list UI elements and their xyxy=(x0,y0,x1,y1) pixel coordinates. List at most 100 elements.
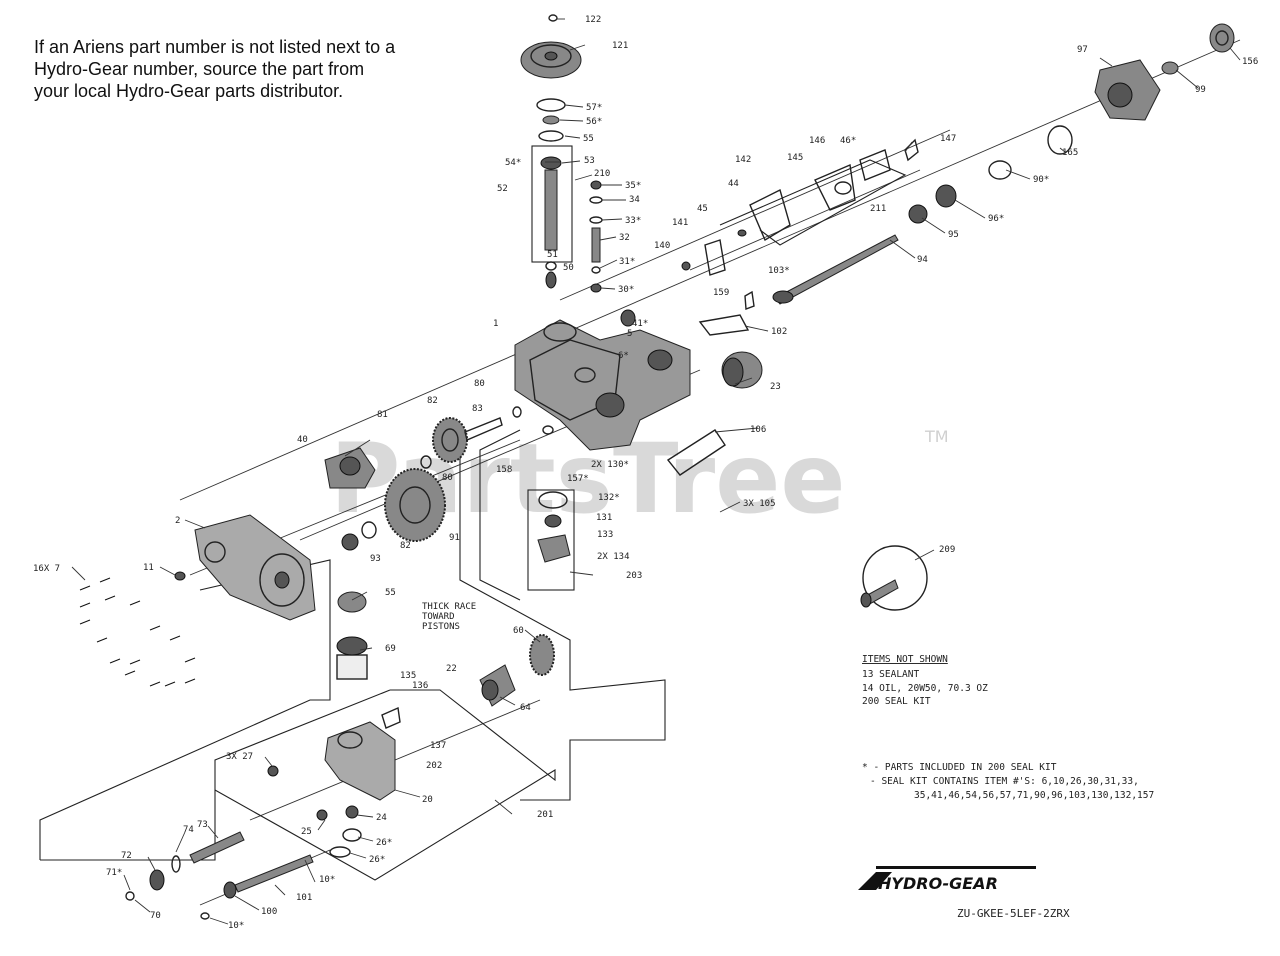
callout-203: 203 xyxy=(626,571,642,581)
callout-159: 159 xyxy=(713,288,729,298)
callout-81: 81 xyxy=(377,410,388,420)
motor-components xyxy=(479,634,555,707)
callout-211: 211 xyxy=(870,204,886,214)
callout-51: 51 xyxy=(547,250,558,260)
callout-156: 156 xyxy=(1242,57,1258,67)
logo-text: HYDRO-GEAR xyxy=(878,874,998,893)
callout-100: 100 xyxy=(261,907,277,917)
callout-72: 72 xyxy=(121,851,132,861)
link-102 xyxy=(698,314,750,336)
reduction-gears xyxy=(361,406,522,542)
bearing-55 xyxy=(337,591,367,613)
callout-121: 121 xyxy=(612,41,628,51)
callout-44: 44 xyxy=(728,179,739,189)
thick-race-line-2: TOWARD xyxy=(422,612,455,622)
side-cover xyxy=(194,514,316,621)
callout-56: 56* xyxy=(586,117,602,127)
seal-kit-line-1: * - PARTS INCLUDED IN 200 SEAL KIT xyxy=(862,762,1057,773)
seal-rings-stack xyxy=(536,98,566,289)
input-shafts xyxy=(125,831,314,920)
hydro-gear-logo: HYDRO-GEAR xyxy=(858,866,1036,893)
callout-146: 146 xyxy=(809,136,825,146)
callout-46: 46* xyxy=(840,136,856,146)
callout-134: 2X 134 xyxy=(597,552,630,562)
callout-133: 133 xyxy=(597,530,613,540)
callout-122: 122 xyxy=(585,15,601,25)
logo-swoosh-icon xyxy=(858,872,892,890)
callout-45: 45 xyxy=(697,204,708,214)
callout-6: 6* xyxy=(618,351,629,361)
callout-105: 3X 105 xyxy=(743,499,776,509)
callout-23: 23 xyxy=(770,382,781,392)
seal-plate-parts xyxy=(537,425,571,563)
thick-race-line-3: PISTONS xyxy=(422,622,460,632)
callout-131: 131 xyxy=(596,513,612,523)
seal-kit-line-2: - SEAL KIT CONTAINS ITEM #'S: 6,10,26,30… xyxy=(870,776,1139,787)
callout-24: 24 xyxy=(376,813,387,823)
callout-158: 158 xyxy=(496,465,512,475)
callout-103: 103* xyxy=(768,266,790,276)
callout-165: 165 xyxy=(1062,148,1078,158)
callout-82b: 82 xyxy=(400,541,411,551)
callout-55b: 55 xyxy=(385,588,396,598)
thick-race-line-1: THICK RACE xyxy=(422,602,476,612)
callout-97: 97 xyxy=(1077,45,1088,55)
callout-99: 99 xyxy=(1195,85,1206,95)
callout-140: 140 xyxy=(654,241,670,251)
seal-41 xyxy=(620,309,636,327)
callout-90: 90* xyxy=(1033,175,1049,185)
callout-20: 20 xyxy=(422,795,433,805)
callout-50: 50 xyxy=(563,263,574,273)
callout-10b: 10* xyxy=(228,921,244,931)
callout-82a: 82 xyxy=(427,396,438,406)
callout-93: 93 xyxy=(370,554,381,564)
callout-52: 52 xyxy=(497,184,508,194)
center-section-20 xyxy=(324,706,401,801)
callout-55a: 55 xyxy=(583,134,594,144)
callout-132: 132* xyxy=(598,493,620,503)
callout-labels: 12212157*56*5554*535221035*3433*32515031… xyxy=(33,15,1258,931)
callout-202: 202 xyxy=(426,761,442,771)
callout-30: 30* xyxy=(618,285,634,295)
callout-147: 147 xyxy=(940,134,956,144)
callout-83: 83 xyxy=(472,404,483,414)
thick-race-note: THICK RACE TOWARD PISTONS xyxy=(422,602,476,632)
callout-69: 69 xyxy=(385,644,396,654)
callout-94: 94 xyxy=(917,255,928,265)
callout-57: 57* xyxy=(586,103,602,113)
callout-11: 11 xyxy=(143,563,154,573)
callout-64: 64 xyxy=(520,703,531,713)
callout-27: 3X 27 xyxy=(226,752,253,762)
callout-22: 22 xyxy=(446,664,457,674)
model-code: ZU-GKEE-5LEF-2ZRX xyxy=(957,907,1070,920)
trademark-mark: TM xyxy=(924,427,949,446)
callout-157: 157* xyxy=(567,474,589,484)
cover-bolts xyxy=(79,571,196,687)
callout-53: 53 xyxy=(584,156,595,166)
callout-142: 142 xyxy=(735,155,751,165)
items-not-shown-line-1: 13 SEALANT xyxy=(862,669,919,680)
seal-kit-box xyxy=(527,489,575,591)
callout-141: 141 xyxy=(672,218,688,228)
callout-5: 5 xyxy=(627,329,632,339)
callout-74: 74 xyxy=(183,825,194,835)
callout-70: 70 xyxy=(150,911,161,921)
cylinder-block-69 xyxy=(336,636,368,680)
callout-31: 31* xyxy=(619,257,635,267)
callout-130: 2X 130* xyxy=(591,460,629,470)
callout-136: 136 xyxy=(412,681,428,691)
callout-137: 137 xyxy=(430,741,446,751)
callout-71: 71* xyxy=(106,868,122,878)
callout-7: 16X 7 xyxy=(33,564,60,574)
axle-hub xyxy=(908,23,1235,224)
callout-33: 33* xyxy=(625,216,641,226)
callout-leaders xyxy=(71,18,1241,925)
callout-10a: 10* xyxy=(319,875,335,885)
pulley xyxy=(520,14,582,79)
callout-35: 35* xyxy=(625,181,641,191)
callout-40: 40 xyxy=(297,435,308,445)
bracket-assembly xyxy=(681,138,919,276)
callout-26b: 26* xyxy=(369,855,385,865)
